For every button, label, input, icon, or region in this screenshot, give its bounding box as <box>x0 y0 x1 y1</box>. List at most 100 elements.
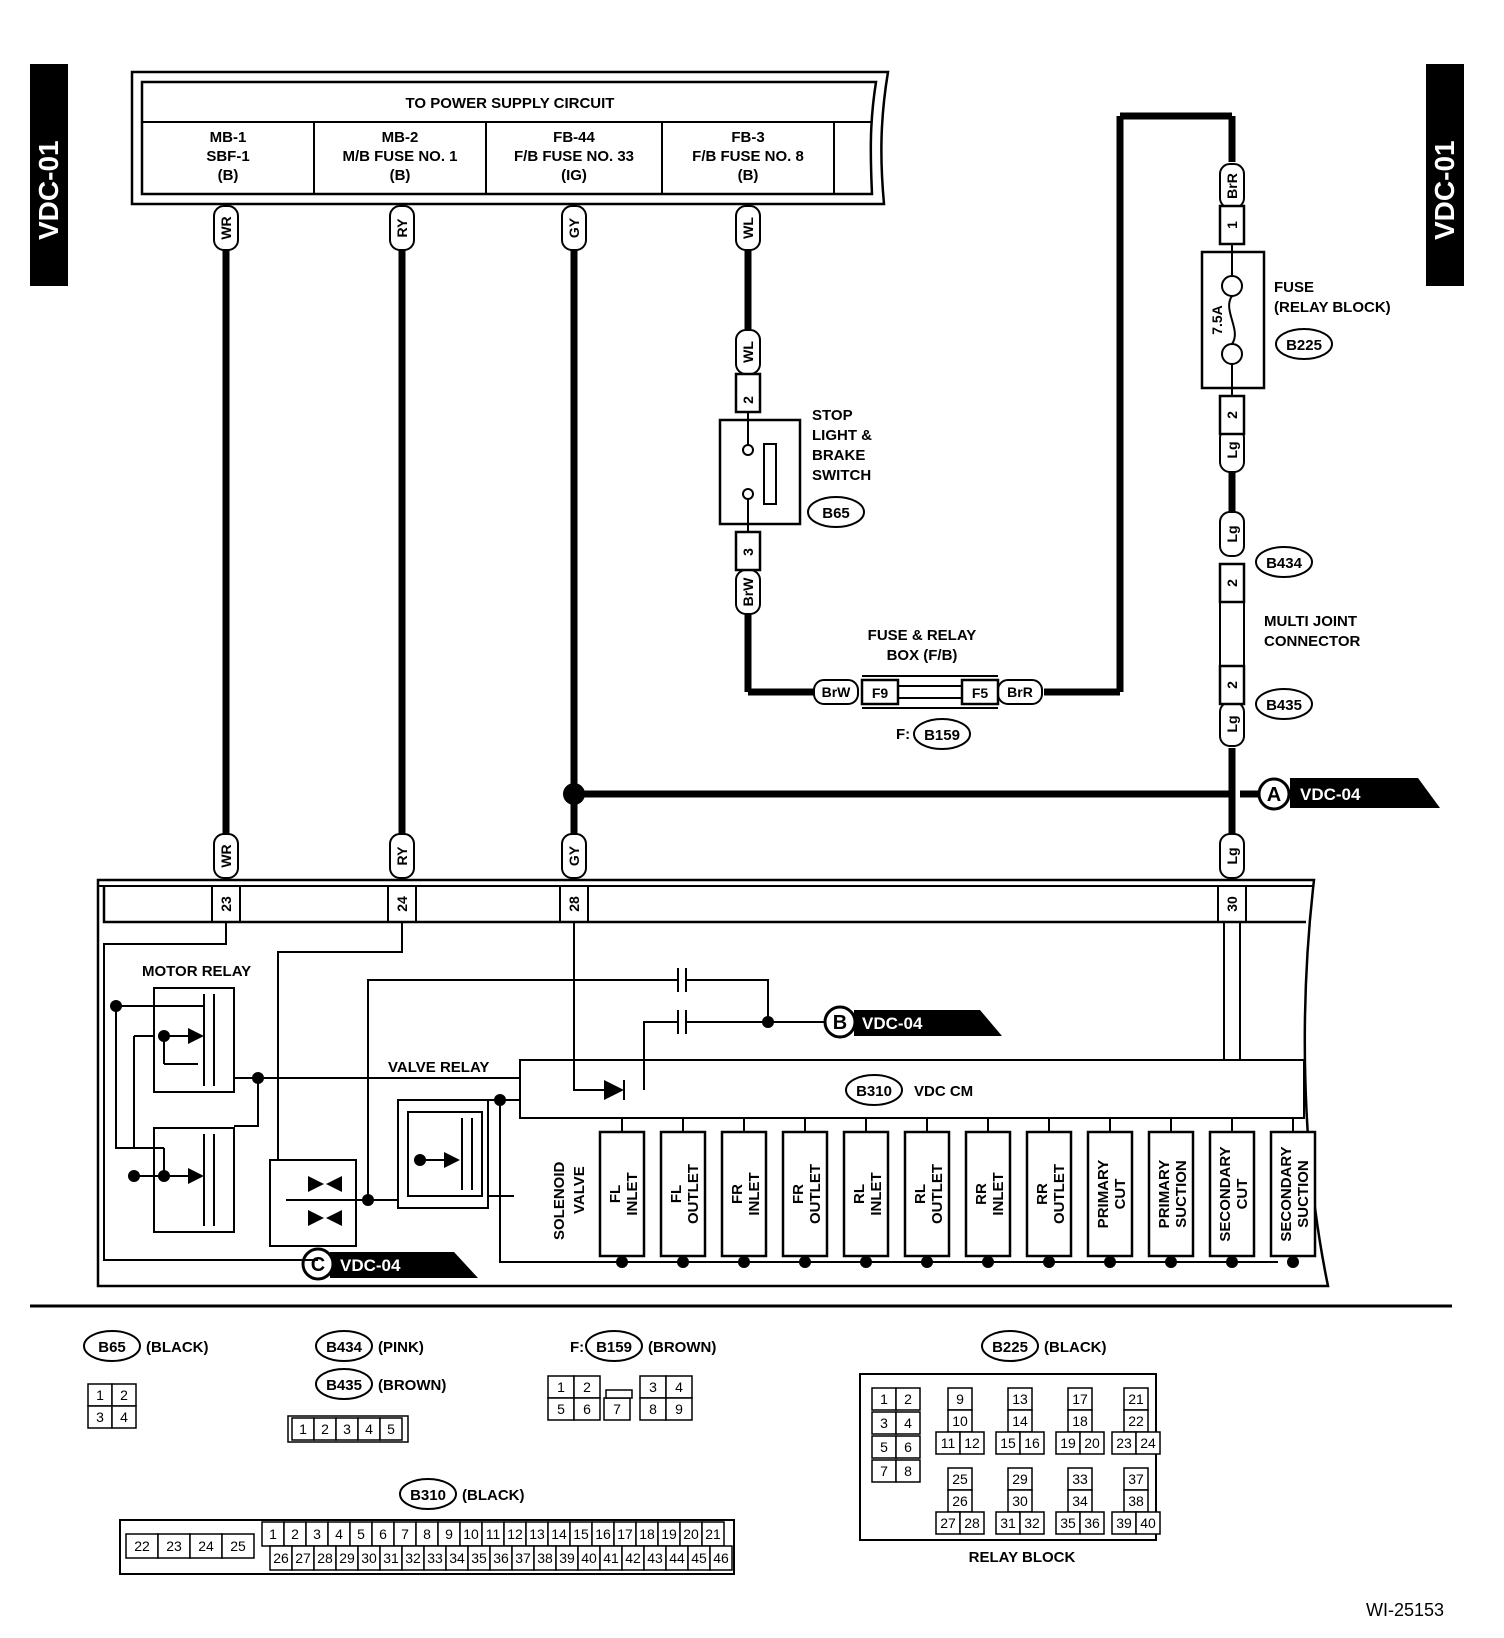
svg-text:RR: RR <box>973 1183 990 1205</box>
svg-text:BOX (F/B): BOX (F/B) <box>887 647 958 664</box>
connector-pin: 27 <box>940 1515 956 1531</box>
connector-pin: 24 <box>1140 1435 1156 1451</box>
connector-pin: 3 <box>96 1409 104 1425</box>
svg-text:FUSE & RELAY: FUSE & RELAY <box>868 627 977 644</box>
svg-text:B310: B310 <box>856 1083 892 1100</box>
connector-pin: 39 <box>559 1550 575 1566</box>
connector-pin: 17 <box>1072 1391 1088 1407</box>
svg-text:2: 2 <box>1224 411 1240 419</box>
connector-pin: 23 <box>1116 1435 1132 1451</box>
connector-pin: 7 <box>880 1463 888 1479</box>
svg-text:MB-2: MB-2 <box>382 129 419 146</box>
svg-text:FR: FR <box>729 1184 746 1204</box>
svg-text:3: 3 <box>740 548 756 556</box>
svg-text:WL: WL <box>740 341 756 363</box>
wire-tag-brr: BrR <box>1219 163 1245 209</box>
svg-text:(PINK): (PINK) <box>378 1339 424 1356</box>
ref-flag-a: A VDC-04 <box>1257 777 1440 811</box>
svg-text:B159: B159 <box>596 1339 632 1356</box>
svg-text:CONNECTOR: CONNECTOR <box>1264 633 1361 650</box>
svg-text:RY: RY <box>394 218 410 238</box>
connector-pin: 13 <box>1012 1391 1028 1407</box>
connector-pin: 24 <box>198 1538 214 1554</box>
svg-text:MOTOR RELAY: MOTOR RELAY <box>142 963 251 980</box>
connector-pin: 40 <box>1140 1515 1156 1531</box>
connector-pin: 41 <box>603 1550 619 1566</box>
svg-text:GY: GY <box>566 845 582 866</box>
wire-tag-wr: WR <box>213 833 239 879</box>
svg-text:F:: F: <box>570 1339 584 1356</box>
connector-pin: 6 <box>583 1401 591 1417</box>
connector-pin: 30 <box>361 1550 377 1566</box>
connector-pin: 36 <box>1084 1515 1100 1531</box>
svg-text:CUT: CUT <box>1234 1179 1251 1210</box>
svg-text:WR: WR <box>218 844 234 867</box>
svg-text:24: 24 <box>394 896 410 912</box>
vdc-module: 23 24 28 30 MOTOR RELAY VALVE RELAY <box>96 878 1330 1288</box>
svg-text:SECONDARY: SECONDARY <box>1217 1146 1234 1241</box>
connector-pin: 5 <box>557 1401 565 1417</box>
svg-text:B65: B65 <box>98 1339 126 1356</box>
connector-pin: 46 <box>713 1550 729 1566</box>
connector-pin: 43 <box>647 1550 663 1566</box>
connector-pin: 42 <box>625 1550 641 1566</box>
connector-pin: 8 <box>904 1463 912 1479</box>
connector-pin: 9 <box>445 1526 453 1542</box>
connector-pin: 8 <box>423 1526 431 1542</box>
svg-text:C: C <box>311 1254 325 1276</box>
wire-tag-lg: Lg <box>1219 833 1245 879</box>
svg-text:VALVE: VALVE <box>571 1166 588 1214</box>
connector-pin: 31 <box>1000 1515 1016 1531</box>
connector-pin: 31 <box>383 1550 399 1566</box>
svg-text:SBF-1: SBF-1 <box>206 148 249 165</box>
connector-pin: 9 <box>956 1391 964 1407</box>
svg-text:B65: B65 <box>822 505 850 522</box>
svg-text:RY: RY <box>394 846 410 866</box>
svg-text:Lg: Lg <box>1224 847 1240 864</box>
connector-pin: 26 <box>273 1550 289 1566</box>
svg-text:RELAY BLOCK: RELAY BLOCK <box>969 1549 1076 1566</box>
svg-text:2: 2 <box>1224 579 1240 587</box>
svg-text:MB-1: MB-1 <box>210 129 247 146</box>
connector-pin: 39 <box>1116 1515 1132 1531</box>
connector-pin: 2 <box>904 1391 912 1407</box>
svg-text:(B): (B) <box>390 167 411 184</box>
svg-text:FB-3: FB-3 <box>731 129 764 146</box>
connector-pin: 16 <box>1024 1435 1040 1451</box>
connector-pin: 3 <box>880 1415 888 1431</box>
wire-tag-brr: BrR <box>997 679 1043 705</box>
connector-pin: 36 <box>493 1550 509 1566</box>
wires <box>222 112 1264 840</box>
svg-text:(B): (B) <box>218 167 239 184</box>
connector-pin: 16 <box>595 1526 611 1542</box>
svg-text:VDC-01: VDC-01 <box>1429 140 1460 240</box>
wire-tag-lg: Lg <box>1219 701 1245 747</box>
connector-pin: 20 <box>683 1526 699 1542</box>
connector-pin: 7 <box>613 1401 621 1417</box>
svg-text:Lg: Lg <box>1224 441 1240 458</box>
connector-pin: 15 <box>1000 1435 1016 1451</box>
svg-text:F/B FUSE NO. 33: F/B FUSE NO. 33 <box>514 148 634 165</box>
connector-pin: 32 <box>1024 1515 1040 1531</box>
svg-text:F9: F9 <box>872 685 889 701</box>
connector-pin: 22 <box>1128 1413 1144 1429</box>
fuse-relay-box-connector: FUSE & RELAY BOX (F/B) F9 F5 F: B159 <box>860 627 1000 750</box>
connector-pin: 32 <box>405 1550 421 1566</box>
svg-text:RR: RR <box>1034 1183 1051 1205</box>
svg-text:M/B FUSE NO. 1: M/B FUSE NO. 1 <box>342 148 457 165</box>
connector-pin: 3 <box>649 1379 657 1395</box>
svg-text:(BLACK): (BLACK) <box>146 1339 208 1356</box>
connector-pin: 37 <box>1128 1471 1144 1487</box>
svg-text:(RELAY BLOCK): (RELAY BLOCK) <box>1274 299 1391 316</box>
connector-pin: 35 <box>471 1550 487 1566</box>
connector-pin: 10 <box>952 1413 968 1429</box>
power-supply-box: TO POWER SUPPLY CIRCUIT MB-1 SBF-1 (B) M… <box>130 70 890 206</box>
connector-pin: 28 <box>317 1550 333 1566</box>
